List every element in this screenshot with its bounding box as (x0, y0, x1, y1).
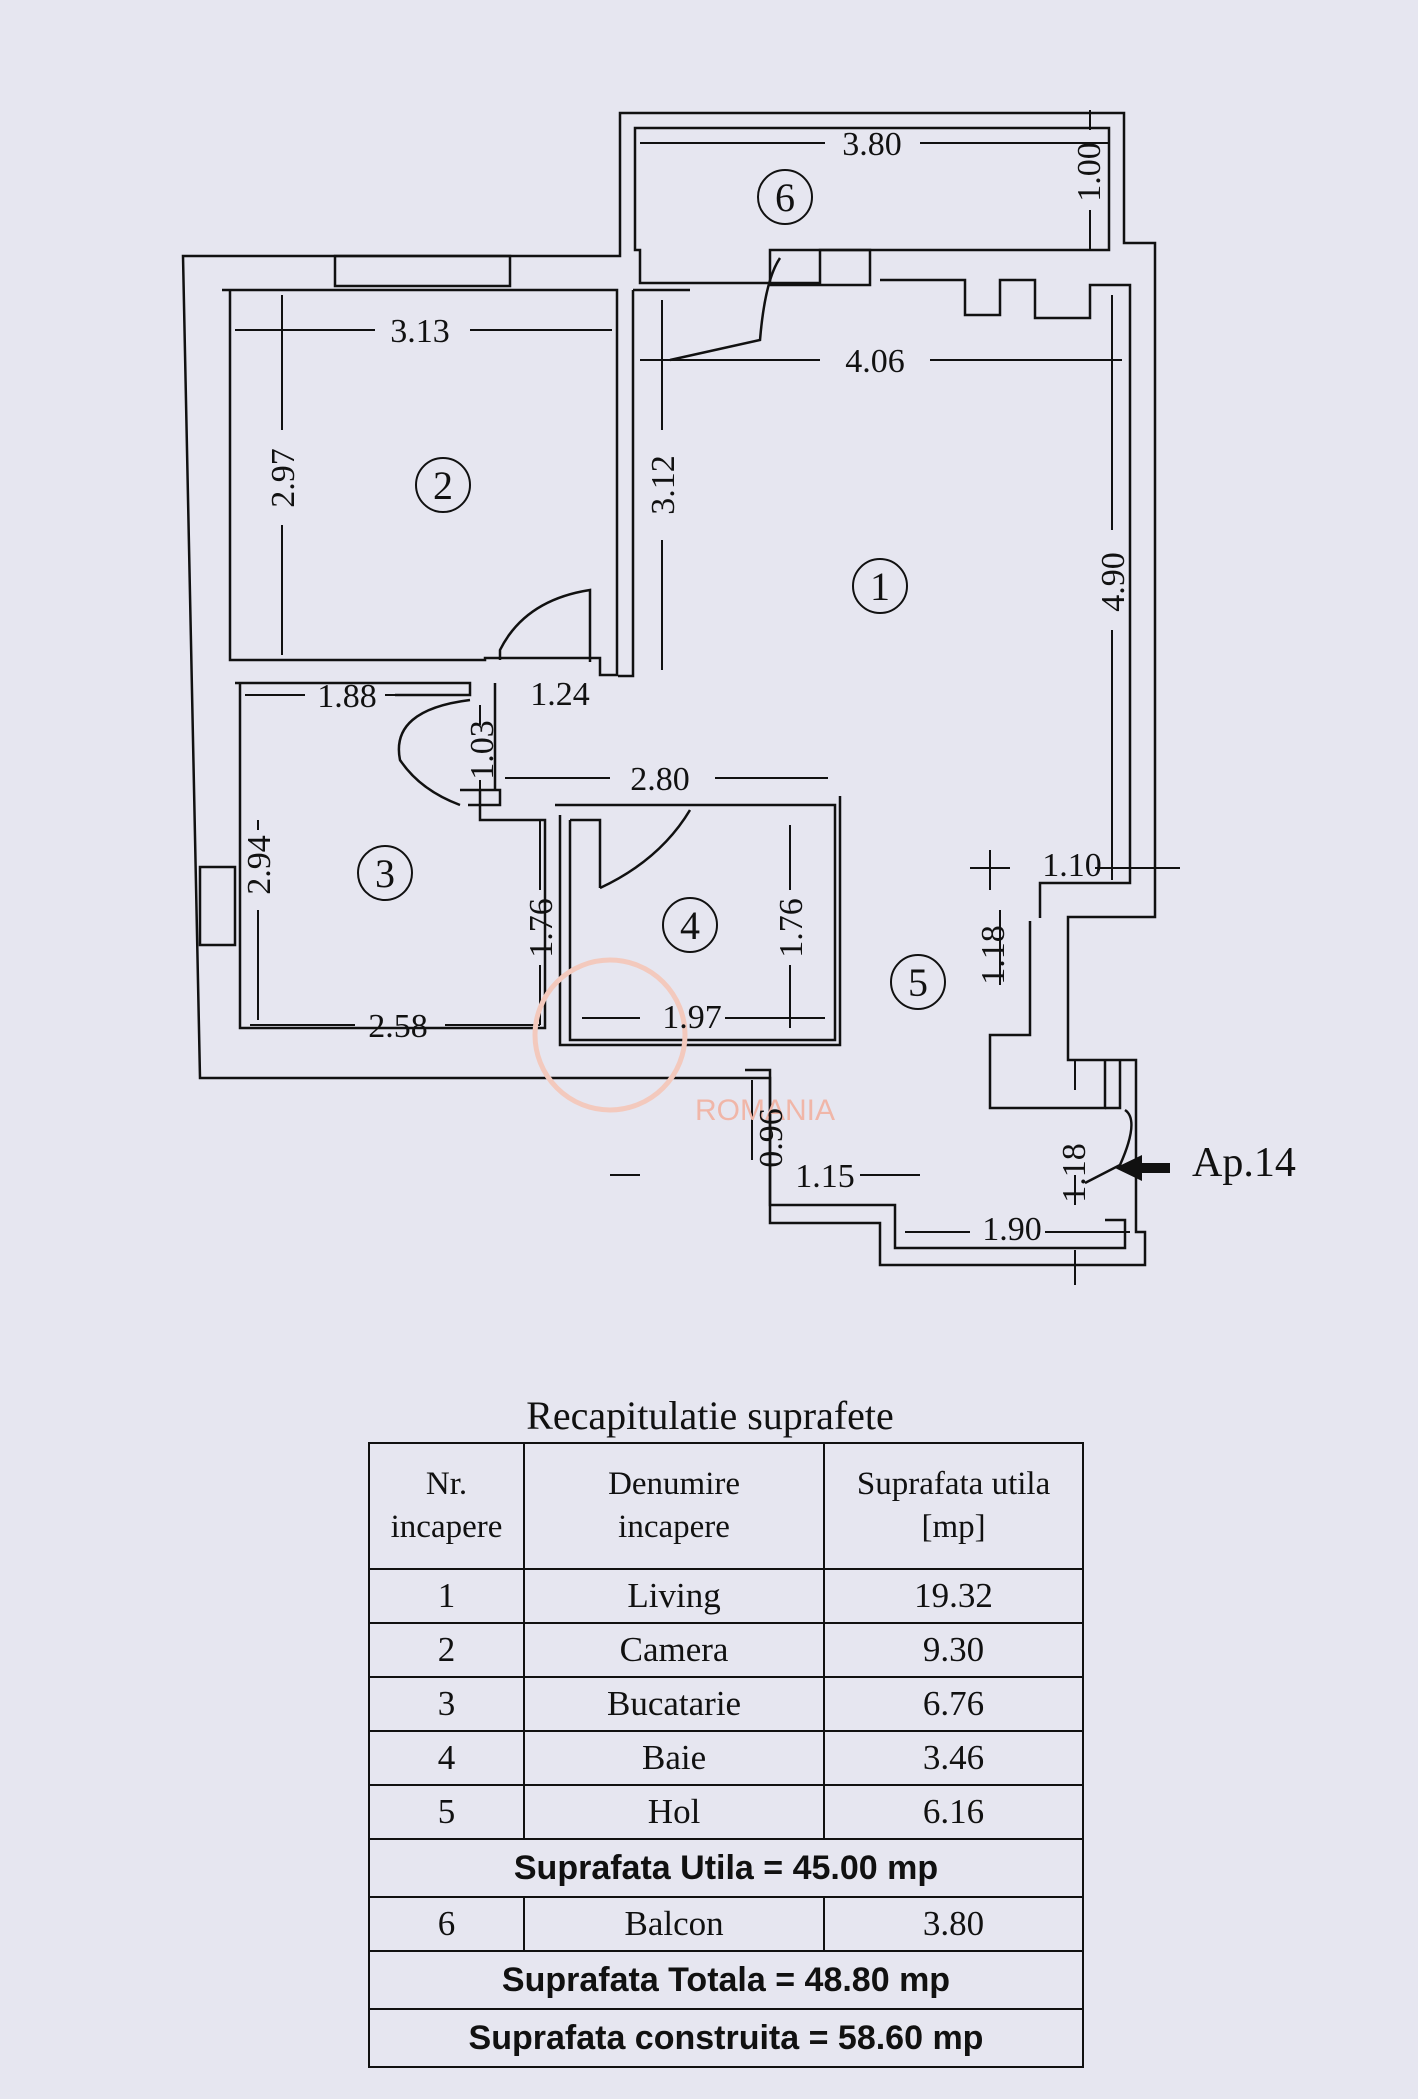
door-room2 (498, 588, 592, 662)
room2-walls (222, 288, 619, 677)
balcony-inner (633, 126, 1111, 285)
hall-walls (745, 921, 1127, 1250)
outer-wall (181, 111, 1157, 1267)
cell-name: Hol (523, 1784, 826, 1840)
suprafata-construita: Suprafata construita = 58.60 mp (368, 2008, 1084, 2068)
room-number-5: 5 (908, 960, 928, 1005)
table-row: 1 Living 19.32 (367, 1568, 1084, 1624)
window-room2 (333, 254, 512, 288)
room-number-4: 4 (680, 903, 700, 948)
table-row: 3 Bucatarie 6.76 (367, 1676, 1084, 1732)
entrance-label: Ap.14 (1192, 1140, 1296, 1186)
dim-corridor-width: 2.80 (630, 761, 690, 798)
cell-name: Balcon (523, 1896, 826, 1952)
floor-plan: ROMANIA 6 2 1 3 4 5 3.80 1.00 3.13 2.97 … (181, 110, 1296, 1285)
room-number-2: 2 (433, 463, 453, 508)
cell-nr: 2 (367, 1622, 526, 1678)
suprafata-totala: Suprafata Totala = 48.80 mp (368, 1950, 1084, 2010)
dim-living-wall: 3.12 (645, 455, 682, 515)
dim-kitchen-height: 2.94 (241, 835, 278, 895)
cell-nr: 4 (367, 1730, 526, 1786)
dim-entry-depth: 0.96 (753, 1108, 790, 1168)
summary-title: Recapitulatie suprafete (526, 1393, 894, 1438)
dim-room2-height: 2.97 (265, 448, 302, 508)
window-kitchen (198, 865, 237, 947)
living-walls (633, 278, 1132, 918)
dim-corridor-height: 1.03 (464, 720, 501, 780)
suprafata-utila: Suprafata Utila = 45.00 mp (368, 1838, 1084, 1898)
cell-area: 19.32 (823, 1568, 1084, 1624)
cell-nr: 3 (367, 1676, 526, 1732)
entrance-arrow (1115, 1155, 1170, 1181)
cell-nr: 5 (367, 1784, 526, 1840)
table-row: 4 Baie 3.46 (367, 1730, 1084, 1786)
cell-nr: 1 (367, 1568, 526, 1624)
cell-area: 6.76 (823, 1676, 1084, 1732)
cell-area: 3.46 (823, 1730, 1084, 1786)
dim-balcony-depth: 1.00 (1071, 142, 1108, 202)
dim-living-width: 4.06 (845, 343, 905, 380)
table-row: 2 Camera 9.30 (367, 1622, 1084, 1678)
dim-bath-width: 1.97 (662, 999, 722, 1036)
door-bath (599, 809, 692, 890)
cell-name: Living (523, 1568, 826, 1624)
cell-nr: 6 (367, 1896, 526, 1952)
cell-area: 6.16 (823, 1784, 1084, 1840)
dim-door-gap: 1.24 (530, 676, 590, 713)
dim-kitchen-width: 2.58 (368, 1008, 428, 1045)
dim-hall-right: 1.10 (1042, 847, 1102, 884)
room-number-3: 3 (375, 851, 395, 896)
dim-room2-width: 3.13 (390, 313, 450, 350)
dim-living-depth: 4.90 (1095, 552, 1132, 612)
cell-name: Camera (523, 1622, 826, 1678)
header-area: Suprafata utila[mp] (823, 1442, 1084, 1570)
total-row: Suprafata Totala = 48.80 mp (368, 1950, 1084, 2010)
total-row: Suprafata construita = 58.60 mp (368, 2008, 1084, 2068)
dim-hall-step: 1.18 (975, 925, 1012, 985)
dim-balcony-width: 3.80 (842, 126, 902, 163)
bath-walls (568, 803, 837, 1042)
total-row: Suprafata Utila = 45.00 mp (368, 1838, 1084, 1898)
window-living (768, 248, 872, 287)
table-row: 6 Balcon 3.80 (367, 1896, 1084, 1952)
header-nr: Nr.incapere (367, 1442, 526, 1570)
dim-entry-width: 1.15 (795, 1158, 855, 1195)
dim-kitchen-side: 1.76 (523, 898, 560, 958)
watermark-logo (532, 957, 688, 1113)
cell-name: Bucatarie (523, 1676, 826, 1732)
door-entrance (1084, 1108, 1133, 1185)
table-row: 5 Hol 6.16 (367, 1784, 1084, 1840)
dim-entry-door: 1.18 (1056, 1143, 1093, 1203)
dim-entry-bottom: 1.90 (982, 1211, 1042, 1248)
room-number-6: 6 (775, 175, 795, 220)
dim-kitchen-top: 1.88 (317, 678, 377, 715)
cell-area: 3.80 (823, 1896, 1084, 1952)
dim-bath-height: 1.76 (773, 898, 810, 958)
door-kitchen (397, 698, 471, 807)
room-number-1: 1 (870, 564, 890, 609)
door-balcony (669, 257, 782, 362)
watermark-text: ROMANIA (695, 1094, 835, 1127)
cell-name: Baie (523, 1730, 826, 1786)
cell-area: 9.30 (823, 1622, 1084, 1678)
